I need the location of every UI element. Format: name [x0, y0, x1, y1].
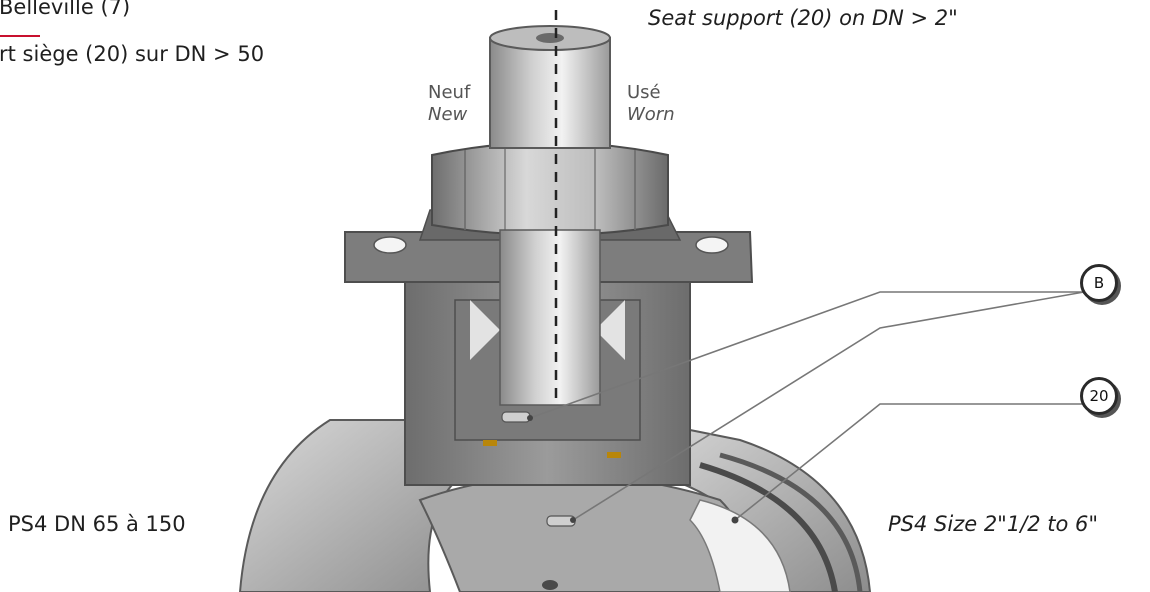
seat-support-label-fr: rt siège (20) sur DN > 50	[0, 42, 265, 66]
callout-b: B	[1080, 264, 1118, 302]
packing-nut	[431, 141, 669, 236]
range-label-fr: PS4 DN 65 à 150	[8, 512, 186, 536]
worn-label-en: Worn	[627, 104, 675, 125]
worn-label-fr: Usé	[627, 82, 661, 103]
new-label-en: New	[428, 104, 468, 125]
screw-upper	[501, 411, 531, 423]
belleville-label-fr: Belleville (7)	[0, 0, 131, 19]
valve-body-right	[639, 418, 872, 592]
callout-20: 20	[1080, 377, 1118, 415]
leader-b-1	[529, 291, 1084, 419]
leader-20	[734, 403, 1084, 521]
accent-underline	[0, 35, 40, 37]
seat-support-label-en: Seat support (20) on DN > 2"	[648, 6, 958, 30]
leader-b-2	[572, 291, 1085, 521]
disc	[418, 474, 748, 592]
new-label-fr: Neuf	[428, 82, 471, 103]
range-label-en: PS4 Size 2"1/2 to 6"	[888, 512, 1099, 536]
stem-shaft	[489, 37, 611, 149]
